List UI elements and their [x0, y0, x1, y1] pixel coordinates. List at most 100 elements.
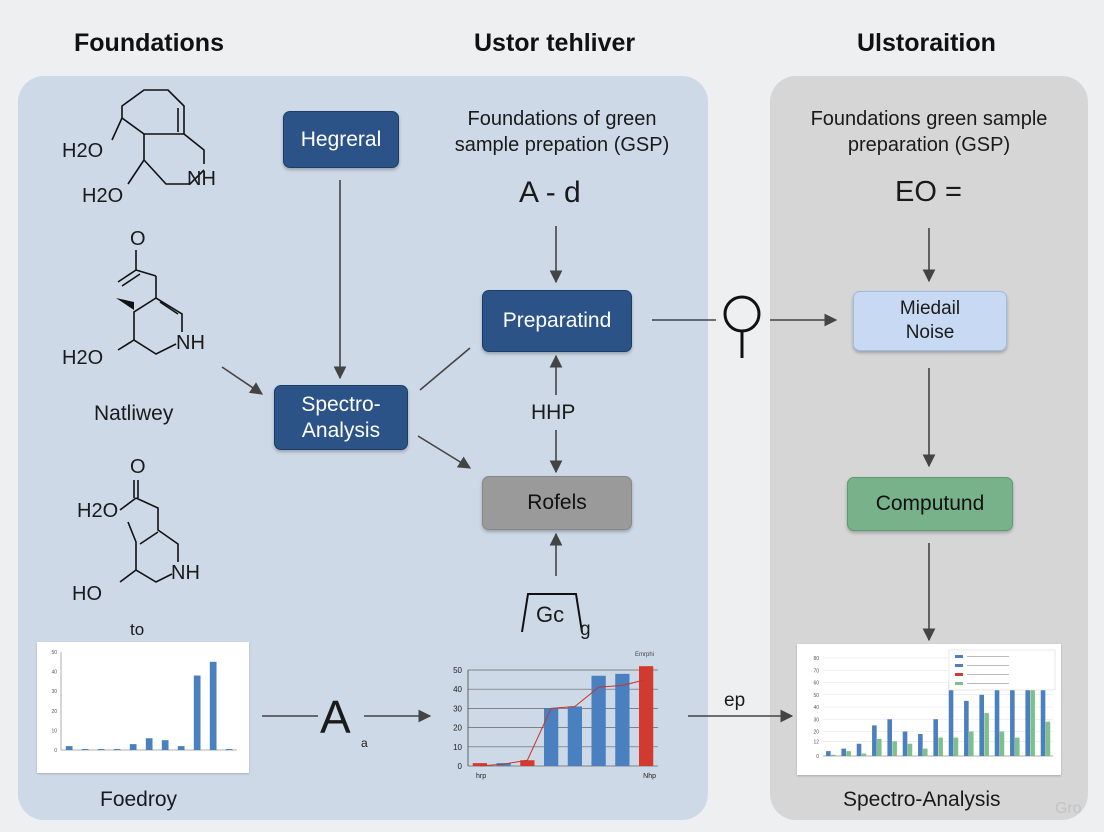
- chart-middle-bar: [567, 706, 582, 766]
- chart-left-bar: [81, 749, 89, 750]
- mol3-label: to: [130, 620, 145, 639]
- chart-left-bar: [177, 746, 185, 750]
- chart-right-tick-label: 50: [813, 693, 819, 699]
- chart-left-bar: [161, 740, 169, 750]
- chart-left-tick-label: 50: [51, 650, 57, 656]
- chart-right-bar-series-2: [1014, 737, 1020, 756]
- chart-right-legend-swatch: [955, 664, 963, 667]
- chart-right-tick-label: 20: [813, 730, 819, 736]
- mol1-nh: NH: [187, 168, 216, 190]
- chart-middle-trend-line: [479, 679, 647, 767]
- arrow-natliwey-spectro: [221, 366, 264, 395]
- chart-right-legend-swatch: [955, 673, 963, 676]
- chart-middle-tick-label: 40: [453, 685, 462, 694]
- chart-middle-bar: [520, 760, 535, 766]
- chart-right-tick-label: 80: [813, 656, 819, 662]
- watermark: Gro: [1055, 800, 1082, 817]
- chart-right-bar-series-2: [938, 737, 943, 756]
- chart-middle-tick-label: 20: [453, 724, 462, 733]
- mol2-h2o: H2O: [62, 347, 104, 369]
- box-miedail-noise[interactable]: Miedail Noise: [853, 291, 1007, 351]
- chart-right-tick-label: 70: [813, 668, 819, 674]
- chart-left-label: Foedroy: [100, 788, 178, 811]
- mol2-o: O: [130, 228, 146, 250]
- chart-middle-tick-label: 50: [453, 666, 462, 675]
- chart-right-bar-series-1: [902, 731, 908, 756]
- chart-right-tick-label: 30: [813, 717, 819, 723]
- mol3-o: O: [130, 456, 146, 478]
- box-rofels[interactable]: Rofels: [482, 476, 632, 530]
- chart-middle-tick-label: 10: [453, 743, 462, 752]
- box-preparatind[interactable]: Preparatind: [482, 290, 632, 352]
- chart-right-bar-series-1: [964, 700, 969, 756]
- chart-right-bar-series-1: [887, 719, 892, 756]
- chart-right-tick-label: 60: [813, 681, 819, 687]
- mol2-label: Natliwey: [94, 402, 174, 425]
- box-spectro-analysis[interactable]: Spectro- Analysis: [274, 385, 408, 450]
- chart-right-bar-series-2: [876, 738, 882, 756]
- chart-right-bar-series-1: [994, 680, 1000, 756]
- chart-right-bar-series-2: [846, 751, 851, 756]
- chart-right-bar-series-1: [979, 694, 984, 756]
- mol1-h2o-a: H2O: [62, 140, 104, 162]
- chart-left-tick-label: 30: [51, 689, 57, 695]
- chart-left-bar: [65, 746, 73, 750]
- gsp-title-right: Foundations green sample preparation (GS…: [810, 108, 1048, 156]
- mol3-h2o: H2O: [77, 500, 119, 522]
- header-middle: Ustor tehliver: [474, 29, 636, 57]
- chart-right-bar-series-1: [918, 733, 923, 756]
- chart-right-bar-series-1: [872, 725, 877, 756]
- chart-right-bar-series-2: [1045, 721, 1051, 756]
- chart-left-bar: [97, 749, 105, 750]
- chart-middle-tick-label: 30: [453, 704, 462, 713]
- hhp-label: HHP: [531, 401, 576, 424]
- chart-middle-tick-label: 0: [458, 762, 463, 771]
- line-spectro-prep: [419, 347, 471, 391]
- chart-middle-xlabel-right: Nhp: [643, 773, 656, 780]
- chart-right-bar-series-2: [907, 743, 913, 756]
- chart-middle-small-title: Emrphi: [635, 652, 654, 658]
- chart-right-tick-label: 0: [816, 754, 819, 760]
- chart-right-bar-series-1: [841, 748, 846, 756]
- chart-right-bar-series-2: [984, 713, 989, 756]
- chart-right-bar-series-1: [826, 751, 831, 756]
- chart-right-bar-series-2: [1030, 688, 1035, 756]
- chart-right-label: Spectro-Analysis: [843, 788, 1001, 811]
- box-computund[interactable]: Computund: [847, 477, 1013, 531]
- chart-right-legend-swatch: [955, 682, 963, 685]
- header-left: Foundations: [74, 29, 224, 57]
- mol3-ho: HO: [72, 583, 102, 605]
- big-a-sub: a: [361, 736, 368, 750]
- mol2-nh: NH: [176, 332, 205, 354]
- molecule-3-icon: [119, 480, 179, 583]
- chart-left-bar: [193, 675, 201, 750]
- chart-left-tick-label: 0: [54, 748, 57, 754]
- chart-middle-bar: [639, 666, 654, 766]
- formula-radical-icon: [521, 593, 583, 633]
- ep-label: ep: [724, 690, 746, 711]
- chart-right-bar-series-1: [856, 743, 862, 756]
- chart-right-bar-series-2: [968, 731, 974, 756]
- chart-right-bar-series-1: [1040, 682, 1046, 756]
- chart-left-bar: [145, 738, 153, 750]
- formula-sub: g: [580, 619, 591, 640]
- chart-right-bar-series-1: [948, 682, 954, 756]
- chart-middle-bar: [591, 675, 606, 766]
- molecule-1-icon: [111, 89, 205, 185]
- equation-middle: A - d: [519, 176, 581, 209]
- box-hegreral[interactable]: Hegreral: [283, 111, 399, 168]
- chart-right-bar-series-1: [1010, 672, 1015, 756]
- chart-middle-bar: [472, 763, 487, 766]
- chart-middle-bar: [615, 673, 630, 766]
- chart-right-bar-series-1: [933, 719, 938, 756]
- equation-right: EO =: [895, 176, 962, 208]
- chart-right-bar-series-1: [1025, 676, 1030, 756]
- chart-left-bar: [209, 661, 217, 750]
- molecule-2-icon: [116, 250, 183, 355]
- chart-left-tick-label: 10: [51, 728, 57, 734]
